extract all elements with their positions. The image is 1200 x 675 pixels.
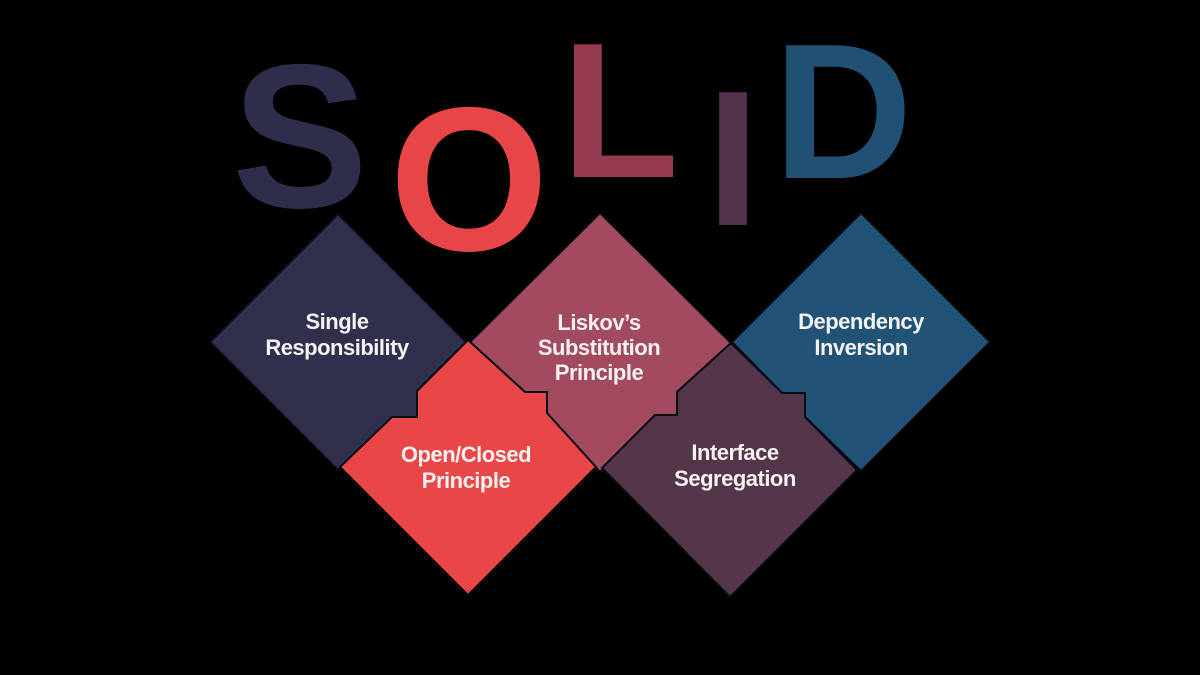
label-single-responsibility: Single Responsibility [265, 309, 410, 360]
label-open-closed: Open/Closed Principle [401, 442, 532, 493]
headline-letter-o: O [389, 65, 548, 294]
label-line: Principle [555, 360, 644, 385]
label-line: Principle [422, 468, 511, 493]
headline-letter-d: D [773, 3, 912, 219]
label-line: Responsibility [265, 335, 410, 360]
headline-letter-l: L [561, 2, 679, 218]
label-interface-segregation: Interface Segregation [674, 440, 796, 491]
label-liskov-substitution: Liskov’s Substitution Principle [538, 310, 661, 385]
label-line: Segregation [674, 466, 796, 491]
headline-letter-s: S [232, 22, 369, 251]
label-line: Open/Closed [401, 442, 531, 467]
label-line: Single [305, 309, 368, 334]
diamond-open-closed [338, 338, 598, 597]
label-line: Dependency [798, 309, 925, 334]
headline-letter-i: I [706, 50, 760, 266]
label-line: Liskov’s [557, 310, 640, 335]
label-dependency-inversion: Dependency Inversion [798, 309, 926, 360]
diamond-interface-segregation [600, 341, 859, 599]
label-line: Inversion [814, 335, 907, 360]
label-line: Substitution [538, 335, 660, 360]
label-line: Interface [691, 440, 778, 465]
